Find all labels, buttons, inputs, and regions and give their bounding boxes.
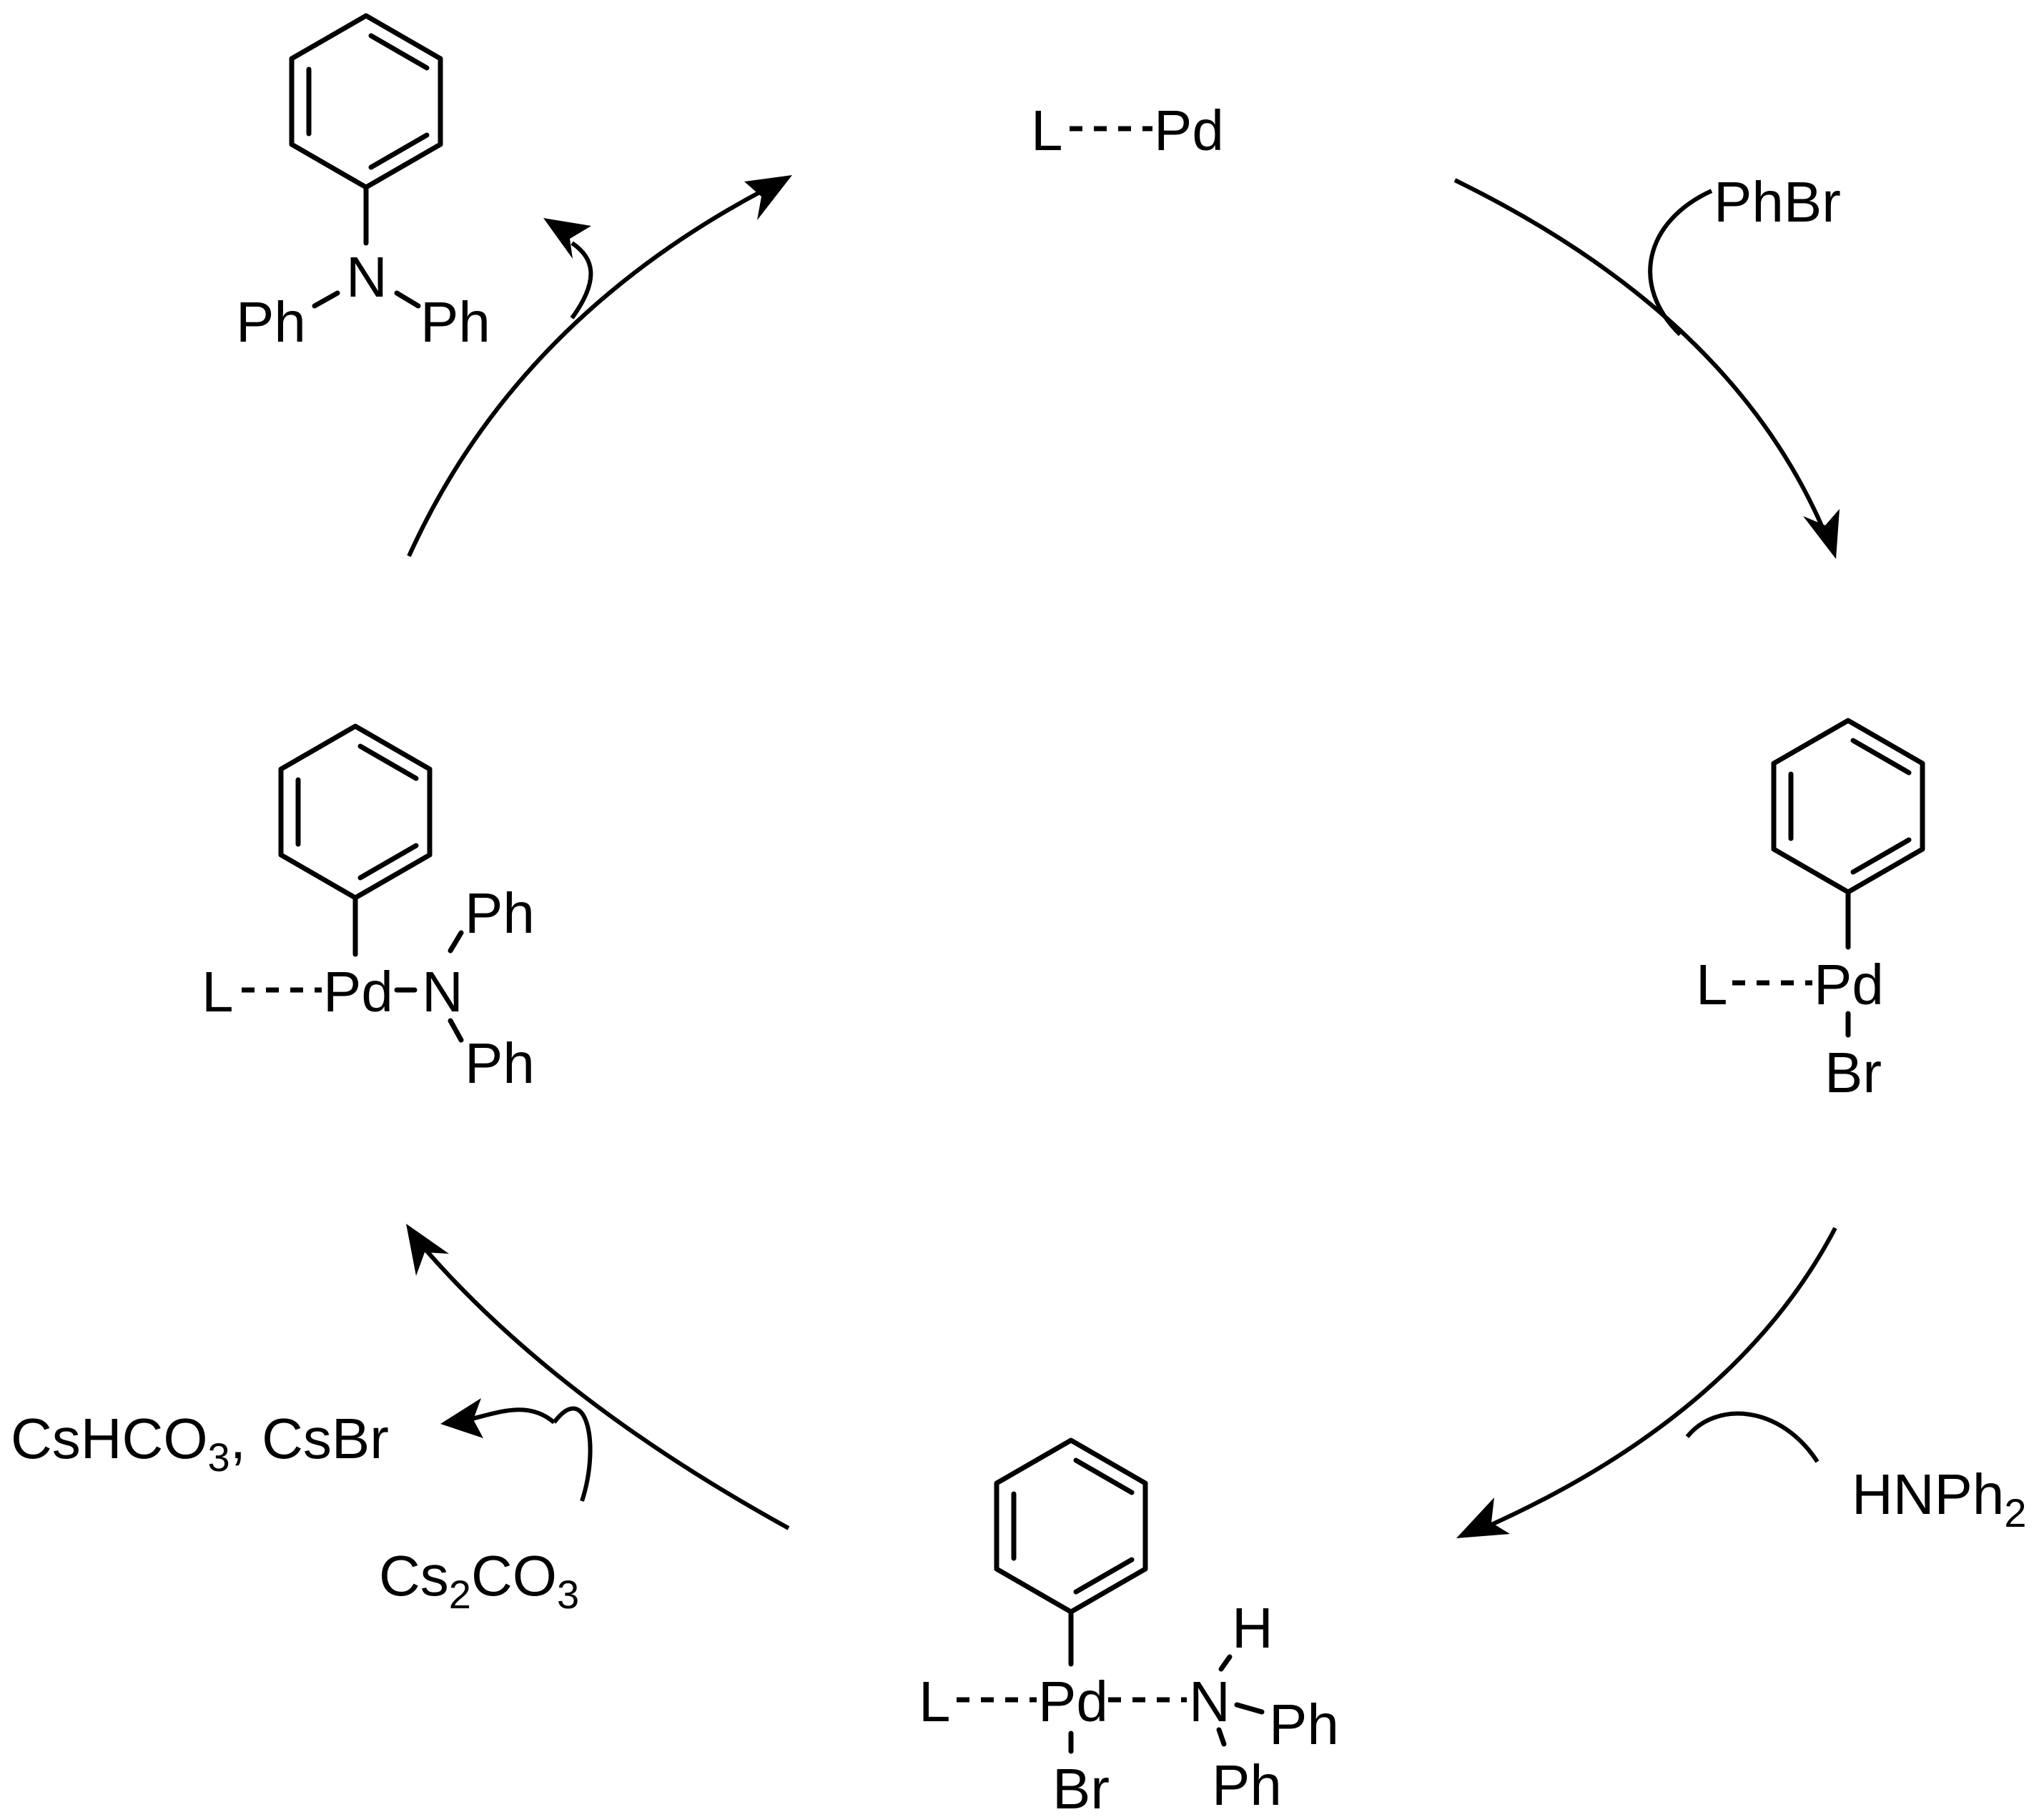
h-label: H bbox=[1232, 1596, 1273, 1660]
catalyst-lpd: L Pd bbox=[1031, 99, 1224, 162]
n-ph-bond bbox=[394, 290, 421, 309]
n-ph-bond bbox=[312, 290, 340, 309]
side-arrow-byproduct-out bbox=[440, 1398, 593, 1502]
cycle-arrow-oxidative-addition bbox=[1453, 178, 1840, 559]
product-triphenylamine: N Ph Ph bbox=[236, 13, 490, 354]
l-label: L bbox=[919, 1670, 951, 1733]
side-arrow-hnph2-in bbox=[1685, 1411, 1820, 1463]
reagent-cs2co3: Cs2CO3 bbox=[379, 1544, 579, 1617]
br-label: Br bbox=[1052, 1757, 1110, 1817]
phenyl-ring-icon bbox=[994, 1437, 1148, 1615]
ph-label: Ph bbox=[420, 290, 490, 354]
catalyst-pd-label: Pd bbox=[1154, 99, 1224, 162]
cycle-arrow-deprotonation bbox=[406, 1224, 790, 1530]
n-label: N bbox=[346, 245, 387, 309]
amido-complex: L Pd N Ph Ph bbox=[202, 723, 535, 1095]
phenyl-ring-icon bbox=[1771, 718, 1925, 895]
phenyl-ring-icon bbox=[289, 13, 443, 190]
side-arrow-phbr-in bbox=[1648, 189, 1713, 337]
n-ph-bond bbox=[1234, 1702, 1265, 1715]
n-ph-bond bbox=[1216, 1727, 1227, 1747]
side-arrow-product-out bbox=[543, 218, 593, 320]
ph-label: Ph bbox=[1269, 1693, 1339, 1756]
cycle-arrow-reductive-elimination bbox=[407, 175, 792, 558]
phenyl-ring-icon bbox=[278, 723, 433, 901]
cycle-arrow-amine-coordination bbox=[1456, 1227, 1837, 1538]
reagent-hnph2: HNPh2 bbox=[1852, 1462, 2027, 1535]
n-ph-bond bbox=[448, 1018, 464, 1043]
amine-complex: L Pd N H Ph Ph Br bbox=[919, 1437, 1339, 1817]
n-label: N bbox=[1189, 1670, 1230, 1733]
ph-label: Ph bbox=[465, 1031, 535, 1095]
ph-label: Ph bbox=[1212, 1753, 1282, 1817]
n-ph-bond bbox=[448, 930, 464, 954]
br-label: Br bbox=[1825, 1041, 1882, 1104]
l-label: L bbox=[202, 960, 234, 1024]
pd-label: Pd bbox=[1814, 953, 1884, 1016]
catalyst-l-label: L bbox=[1031, 99, 1063, 162]
pd-label: Pd bbox=[1038, 1670, 1108, 1733]
reagent-phbr: PhBr bbox=[1714, 170, 1841, 234]
n-label: N bbox=[422, 960, 463, 1024]
l-label: L bbox=[1696, 953, 1728, 1016]
pd-label: Pd bbox=[323, 960, 393, 1024]
oxidative-addition-complex: L Pd Br bbox=[1696, 718, 1925, 1104]
ph-label: Ph bbox=[465, 881, 535, 945]
byproducts-label: CsHCO3, CsBr bbox=[11, 1407, 389, 1480]
n-h-bond bbox=[1218, 1654, 1233, 1672]
ph-label: Ph bbox=[236, 290, 306, 354]
